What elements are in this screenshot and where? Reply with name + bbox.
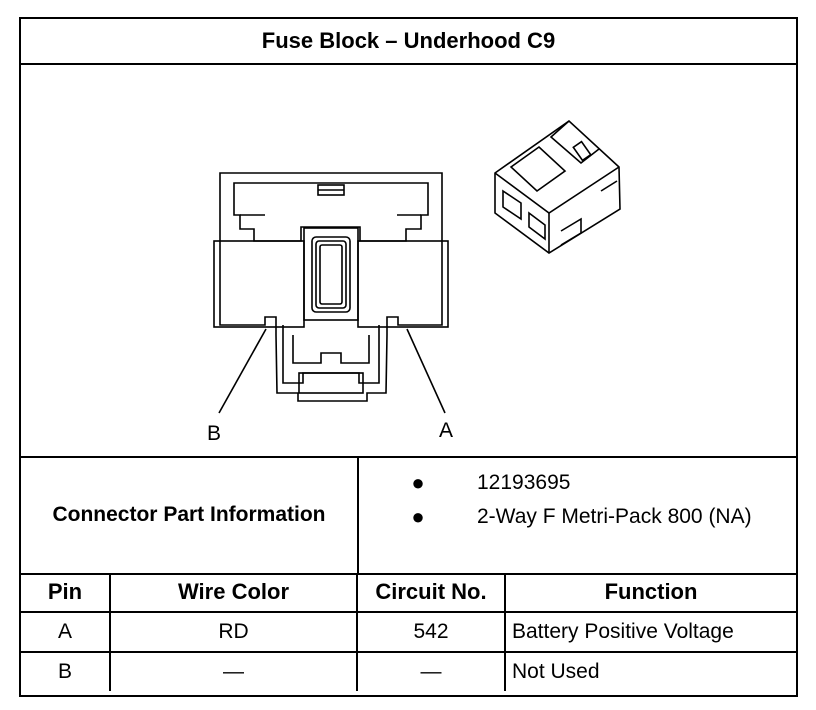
- pin-table: Pin Wire Color Circuit No. Function A RD…: [21, 573, 796, 691]
- circuit-cell: —: [356, 651, 506, 691]
- circuit-cell: 542: [356, 611, 506, 653]
- header-pin: Pin: [21, 573, 111, 613]
- bullet-icon: ●: [411, 470, 425, 495]
- function-cell: Battery Positive Voltage: [504, 611, 796, 653]
- connector-type: 2-Way F Metri-Pack 800 (NA): [477, 505, 752, 528]
- callout-a: A: [439, 419, 453, 442]
- connector-part-info-label: Connector Part Information: [21, 456, 359, 573]
- connector-face-view-icon: [213, 172, 449, 402]
- table-row: B — — Not Used: [21, 651, 796, 691]
- callout-b: B: [207, 422, 221, 445]
- wire-color-cell: RD: [109, 611, 358, 653]
- part-number-item: ● 12193695: [359, 466, 796, 500]
- connector-part-info: Connector Part Information ● 12193695 ● …: [21, 456, 796, 575]
- pin-cell: B: [21, 651, 111, 691]
- connector-type-item: ● 2-Way F Metri-Pack 800 (NA): [359, 500, 796, 534]
- connector-part-info-list: ● 12193695 ● 2-Way F Metri-Pack 800 (NA): [359, 466, 796, 534]
- function-cell: Not Used: [504, 651, 796, 691]
- table-row: A RD 542 Battery Positive Voltage: [21, 611, 796, 653]
- part-number: 12193695: [477, 471, 571, 494]
- header-wire-color: Wire Color: [109, 573, 358, 613]
- wire-color-cell: —: [109, 651, 358, 691]
- sheet-title: Fuse Block – Underhood C9: [21, 19, 796, 65]
- connector-isometric-view-icon: [494, 119, 621, 254]
- connector-face-diagram: B A: [207, 119, 621, 445]
- pin-table-header: Pin Wire Color Circuit No. Function: [21, 573, 796, 613]
- connector-sheet: Fuse Block – Underhood C9: [19, 17, 798, 697]
- pin-cell: A: [21, 611, 111, 653]
- bullet-icon: ●: [411, 504, 425, 529]
- connector-drawing: B A: [21, 63, 796, 458]
- header-function: Function: [504, 573, 796, 613]
- header-circuit-no: Circuit No.: [356, 573, 506, 613]
